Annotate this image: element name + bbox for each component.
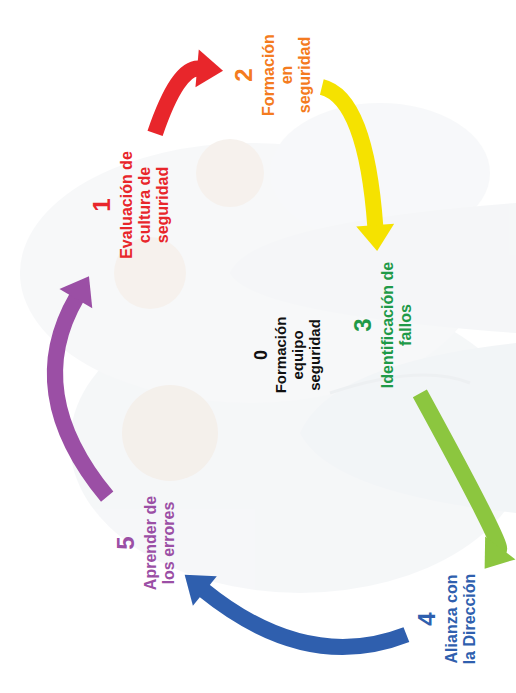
step-label: 4Alianza con la Dirección [412, 564, 481, 674]
step-label: 2Formación en seguridad [229, 22, 316, 128]
arrow-body [155, 69, 199, 134]
step-text: Identificación de fallos [379, 261, 415, 389]
cycle-arrow [185, 575, 407, 647]
step-text: Formación en seguridad [260, 26, 314, 124]
arrow-body [322, 87, 376, 227]
cycle-arrow [155, 49, 223, 133]
step-number: 0 [251, 299, 271, 411]
arrow-head [185, 575, 217, 606]
step-number: 4 [414, 568, 441, 670]
step-number: 3 [350, 261, 377, 389]
step-number: 2 [231, 26, 258, 124]
arrow-head [356, 224, 394, 251]
cycle-arrow [322, 87, 394, 251]
step-number: 1 [89, 143, 116, 267]
step-text: Aprender de los errores [142, 492, 178, 594]
step-label: 5Aprender de los errores [111, 488, 180, 598]
arrow-head [195, 49, 223, 87]
arrow-body [420, 393, 499, 549]
arrow-head [59, 276, 92, 308]
step-label: 3Identificación de fallos [348, 257, 417, 393]
step-label: 0Formación equipo seguridad [249, 295, 326, 415]
step-text: Formación equipo seguridad [273, 299, 323, 411]
cycle-arrow [420, 393, 516, 568]
step-text: Alianza con la Dirección [443, 568, 479, 670]
arrow-body [203, 590, 406, 647]
cycle-arrow [55, 276, 107, 497]
arrow-body [55, 297, 107, 497]
step-label: 1Evaluación de cultura de seguridad [87, 139, 174, 271]
step-text: Evaluación de cultura de seguridad [118, 143, 172, 267]
arrow-head [485, 536, 516, 568]
step-number: 5 [113, 492, 140, 594]
